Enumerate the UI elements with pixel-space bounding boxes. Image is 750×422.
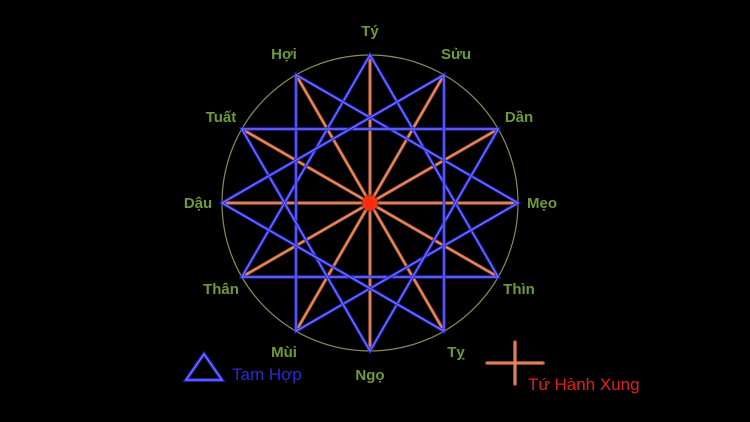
tam-hop-edge-highlight	[295, 74, 519, 332]
tam-hop-triangle-3	[239, 127, 501, 355]
tam-hop-triangle-4	[218, 72, 446, 334]
legend-tu-hanh-xung-label: Tứ Hành Xung	[528, 375, 640, 394]
legend-tam-hop: Tam Hợp	[182, 350, 302, 384]
branch-label-meo: Mẹo	[527, 195, 557, 212]
tam-hop-edge-highlight	[241, 54, 499, 278]
triangle-icon	[182, 350, 226, 382]
tam-hop-triangle-1	[239, 51, 501, 279]
legend-tam-hop-label: Tam Hợp	[232, 365, 302, 384]
branch-label-ngo: Ngọ	[355, 367, 384, 384]
tam-hop-triangles	[218, 51, 522, 355]
branch-label-dau: Dậu	[184, 195, 212, 212]
tam-hop-edge-highlight	[241, 128, 499, 352]
cross-icon	[485, 340, 545, 386]
branch-label-suu: Sửu	[441, 46, 471, 63]
tam-hop-triangle-2	[294, 72, 522, 334]
branch-label-than: Thân	[203, 281, 239, 298]
legend-tu-hanh-xung: Tứ Hành Xung	[485, 340, 640, 394]
tam-hop-edge-highlight	[221, 74, 445, 332]
branch-label-thin: Thìn	[503, 281, 535, 298]
branch-label-ty: Tý	[361, 23, 379, 40]
branch-label-ty: Tỵ	[447, 344, 465, 361]
branch-label-mui: Mùi	[271, 344, 297, 361]
center-ray	[369, 197, 379, 204]
branch-label-tuat: Tuất	[206, 109, 237, 126]
center-star	[361, 194, 379, 212]
branch-label-dan: Dần	[505, 109, 533, 126]
branch-label-hoi: Hợi	[271, 46, 297, 63]
